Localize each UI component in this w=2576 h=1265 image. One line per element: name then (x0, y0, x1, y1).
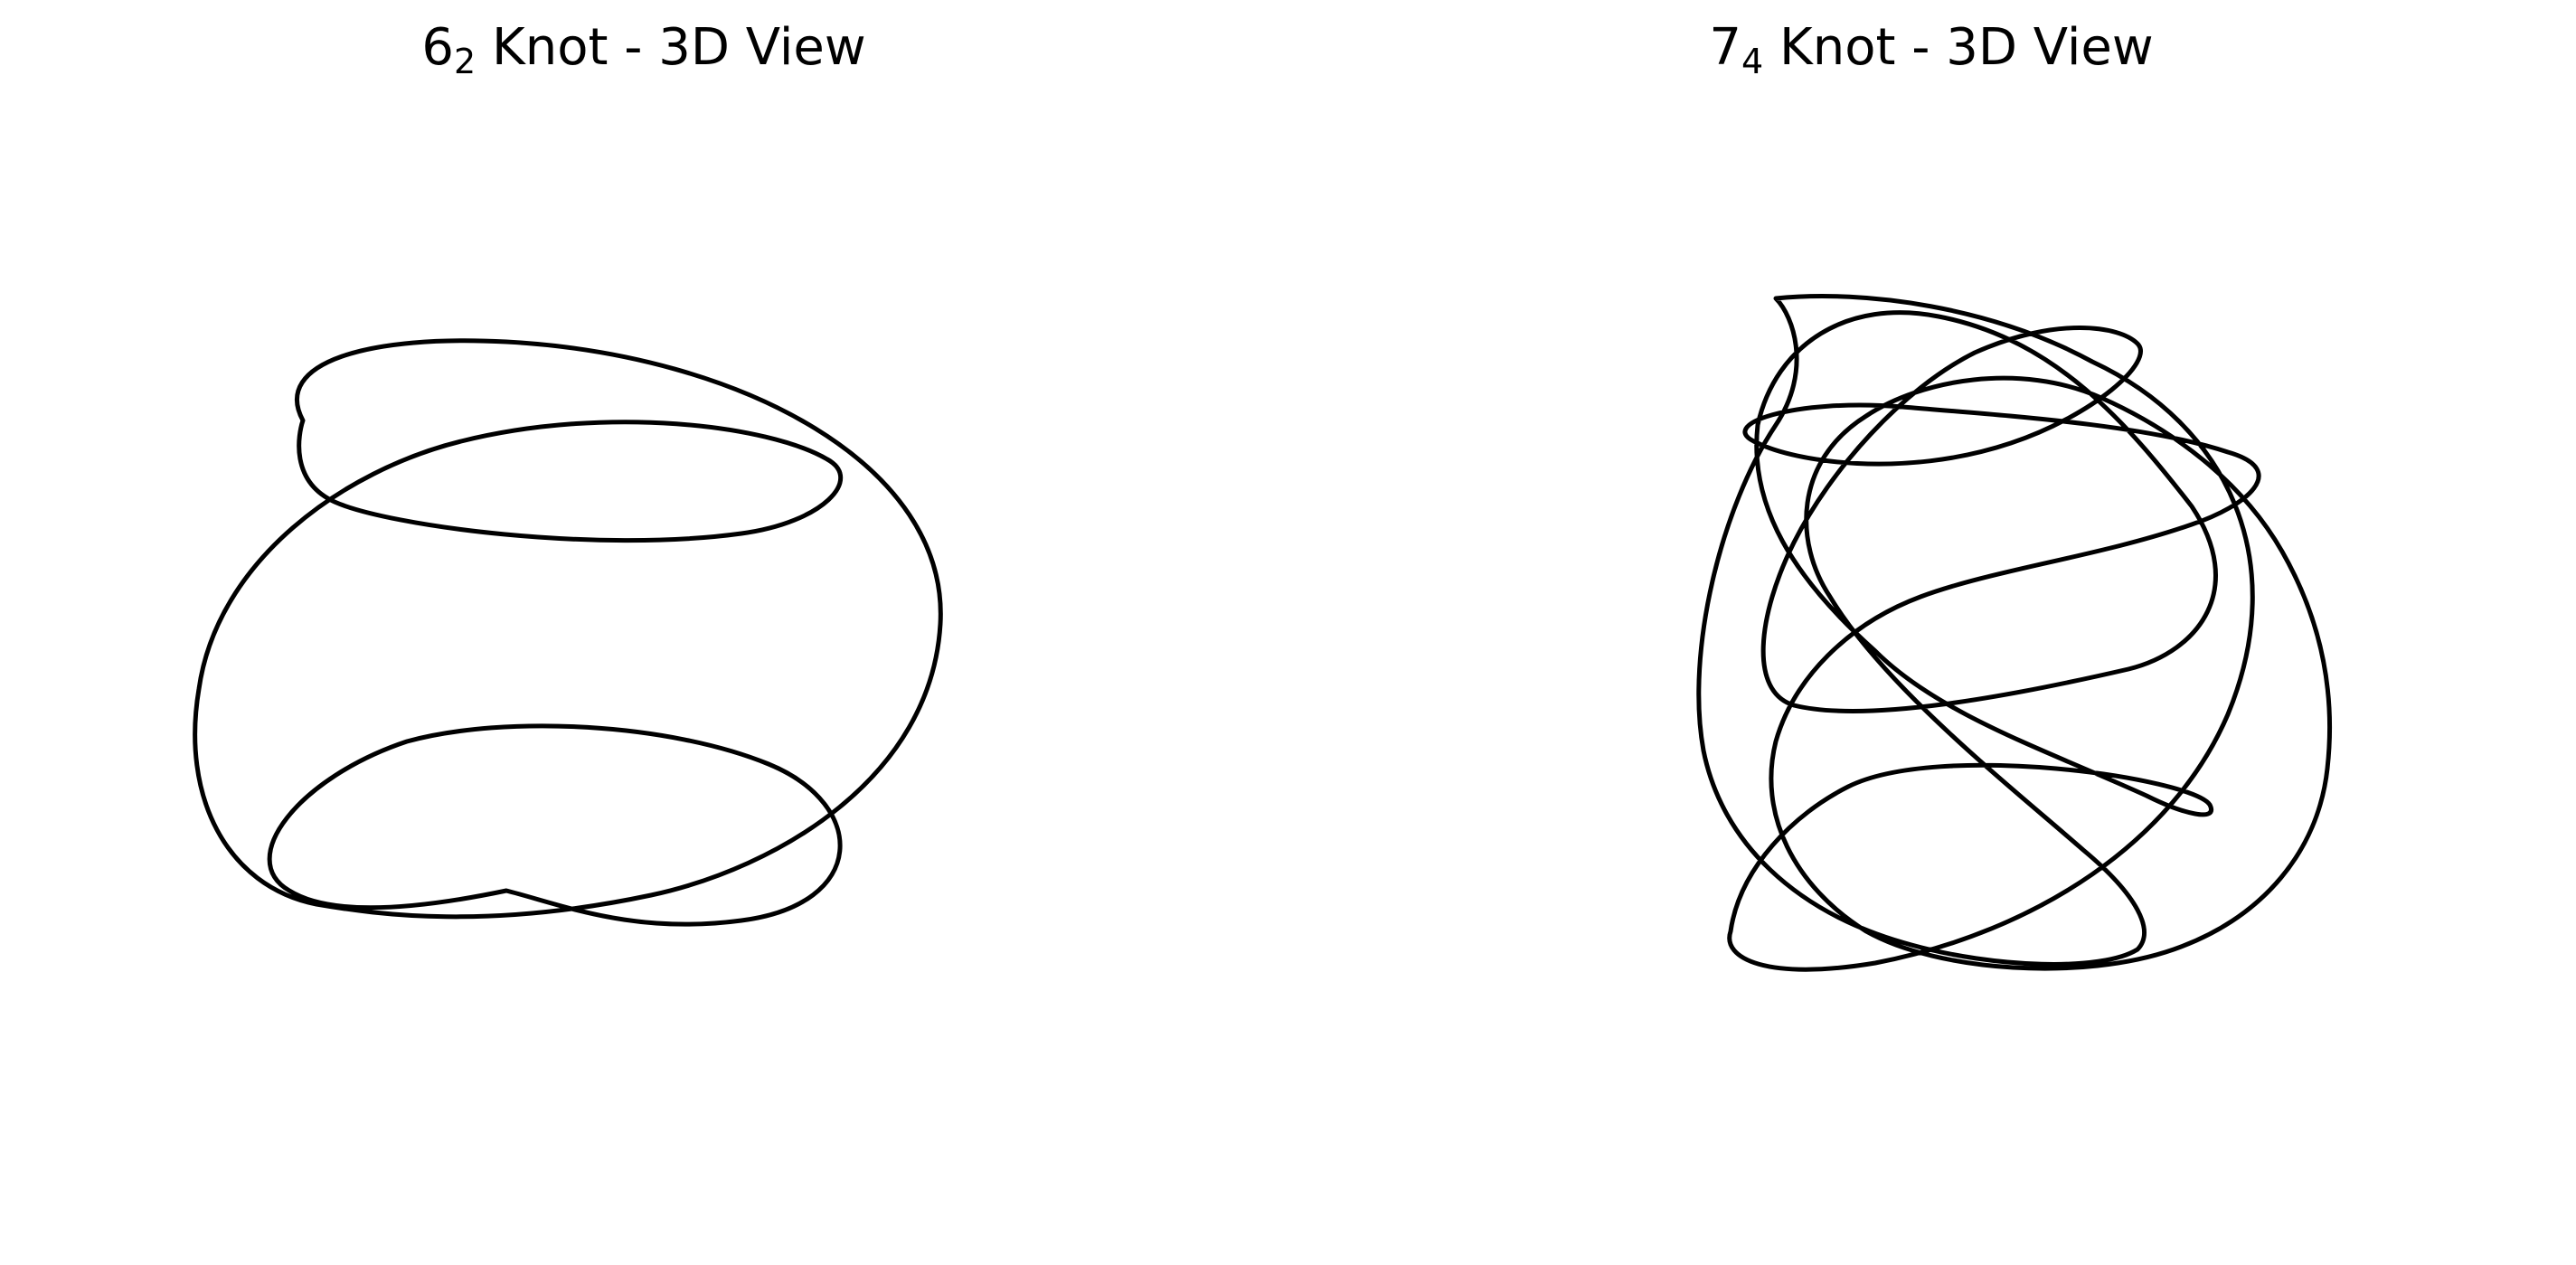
title-knot-number: 6 (421, 18, 454, 77)
panel-title: 74 Knot - 3D View (1288, 18, 2575, 79)
panel-title: 62 Knot - 3D View (0, 18, 1288, 79)
knot-6-2-panel: 62 Knot - 3D View (0, 18, 1288, 927)
title-knot-number: 7 (1709, 18, 1741, 77)
knot-6-2-diagram (193, 338, 943, 927)
knot-6-2-curve (193, 338, 943, 927)
knot-7-4-diagram (1696, 294, 2333, 972)
knot-7-4-curve (1696, 294, 2333, 972)
title-text: Knot - 3D View (476, 18, 866, 77)
title-text: Knot - 3D View (1763, 18, 2154, 77)
title-knot-index: 2 (453, 42, 477, 81)
title-knot-index: 4 (1741, 42, 1764, 81)
knot-7-4-panel: 74 Knot - 3D View (1288, 0, 2575, 1265)
